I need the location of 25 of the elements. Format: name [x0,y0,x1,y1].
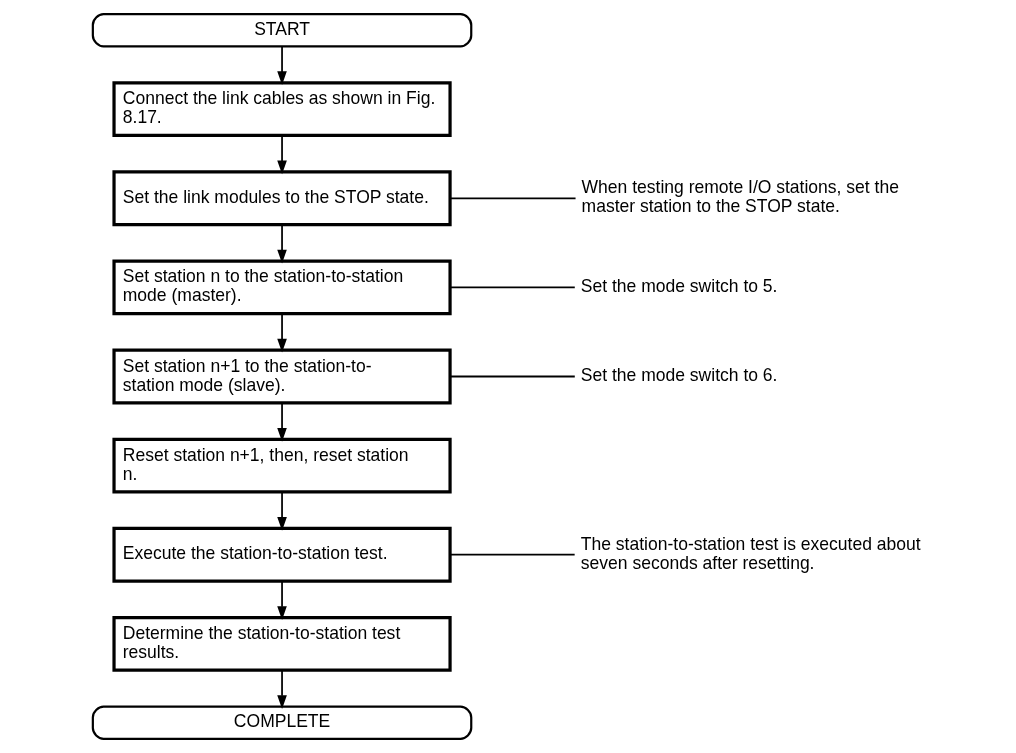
node-box: Execute the station-to-station test. [111,526,452,583]
arrow [276,134,287,175]
node-box: Determine the station-to-station test results. [111,615,452,672]
node-box: COMPLETE [91,705,472,740]
connector [448,553,576,556]
node-box: START [91,13,472,48]
arrow [276,402,287,442]
connector [448,375,576,378]
arrow [276,223,287,264]
node-box: Set station n+1 to the station-to-station mode (slave). [111,348,452,405]
node-text: The station-to-station test is executed about seven seconds after resetting. [580,533,921,573]
arrow [276,312,287,353]
node-text: Set the mode switch to 6. [580,365,777,386]
arrow [276,669,287,709]
node-box: Connect the link cables as shown in Fig. 8.17. [111,81,452,138]
node-text: When testing remote I/O stations, set the master station to the STOP state. [581,177,899,217]
node-box: Set the link modules to the STOP state. [111,170,452,227]
connector [448,197,576,200]
node-box: Reset station n+1, then, reset station n. [111,437,452,494]
arrow [276,580,287,620]
arrow [276,491,287,531]
node-box: Set station n to the station-to-station mode (master). [111,259,452,316]
connector [448,286,576,289]
node-text: Set the mode switch to 5. [580,275,777,296]
arrow [276,45,287,85]
